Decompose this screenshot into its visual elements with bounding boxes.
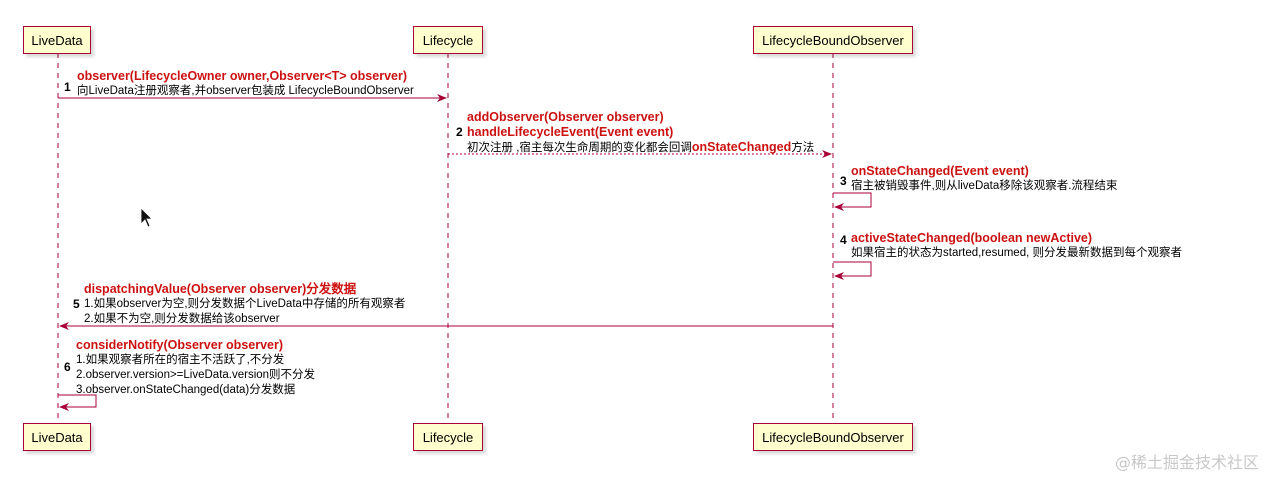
participant-observer-top: LifecycleBoundObserver	[753, 26, 913, 54]
message-6-title: considerNotify(Observer observer)	[76, 338, 284, 352]
message-1-title: observer(LifecycleOwner owner,Observer<T…	[77, 69, 408, 83]
arrow-6	[58, 394, 97, 411]
participant-livedata-top: LiveData	[23, 26, 91, 54]
participant-livedata-bottom: LiveData	[23, 423, 91, 451]
message-3-line: 宿主被销毁事件,则从liveData移除该观察者.流程结束	[851, 180, 1118, 192]
message-6-line-3: 3.observer.onStateChanged(data)分发数据	[76, 384, 296, 396]
message-4-line: 如果宿主的状态为started,resumed, 则分发最新数据到每个观察者	[851, 247, 1182, 259]
message-2-line: 初次注册 ,宿主每次生命周期的变化都会回调onStateChanged方法	[467, 140, 814, 156]
message-5-label: dispatchingValue(Observer observer)分发数据 …	[84, 282, 405, 327]
message-2-line-post: 方法	[791, 142, 815, 154]
message-5-number: 5	[73, 297, 80, 311]
message-5-line-2: 2.如果不为空,则分发数据给该observer	[84, 313, 280, 325]
message-2-label: addObserver(Observer observer) handleLif…	[467, 110, 814, 156]
message-2-title-a: addObserver(Observer observer)	[467, 110, 664, 124]
arrow-4	[833, 261, 872, 280]
message-6-line-1: 1.如果观察者所在的宿主不活跃了,不分发	[76, 354, 285, 366]
message-3-number: 3	[840, 174, 847, 188]
message-4-title: activeStateChanged(boolean newActive)	[851, 231, 1093, 245]
message-6-line-2: 2.observer.version>=LiveData.version则不分发	[76, 369, 316, 381]
message-4-number: 4	[840, 233, 847, 247]
message-3-title: onStateChanged(Event event)	[851, 164, 1029, 178]
participant-lifecycle-top: Lifecycle	[413, 26, 483, 54]
arrow-3	[833, 192, 872, 211]
message-6-number: 6	[64, 360, 71, 374]
message-1-line: 向LiveData注册观察者,并observer包装成 LifecycleBou…	[77, 85, 414, 97]
message-2-line-pre: 初次注册 ,宿主每次生命周期的变化都会回调	[467, 142, 692, 154]
message-5-line-1: 1.如果observer为空,则分发数据个LiveData中存储的所有观察者	[84, 298, 406, 310]
message-2-number: 2	[456, 125, 463, 139]
participant-lifecycle-bottom: Lifecycle	[413, 423, 483, 451]
message-1-number: 1	[64, 80, 71, 94]
participant-observer-bottom: LifecycleBoundObserver	[753, 423, 913, 451]
message-6-label: considerNotify(Observer observer) 1.如果观察…	[76, 338, 315, 398]
message-5-title: dispatchingValue(Observer observer)分发数据	[84, 282, 357, 296]
message-1-label: observer(LifecycleOwner owner,Observer<T…	[77, 69, 414, 99]
message-3-label: onStateChanged(Event event) 宿主被销毁事件,则从li…	[851, 164, 1117, 194]
watermark: @稀土掘金技术社区	[1114, 453, 1259, 472]
message-4-label: activeStateChanged(boolean newActive) 如果…	[851, 231, 1182, 261]
message-2-title-b: handleLifecycleEvent(Event event)	[467, 125, 674, 139]
message-2-line-highlight: onStateChanged	[691, 140, 792, 154]
